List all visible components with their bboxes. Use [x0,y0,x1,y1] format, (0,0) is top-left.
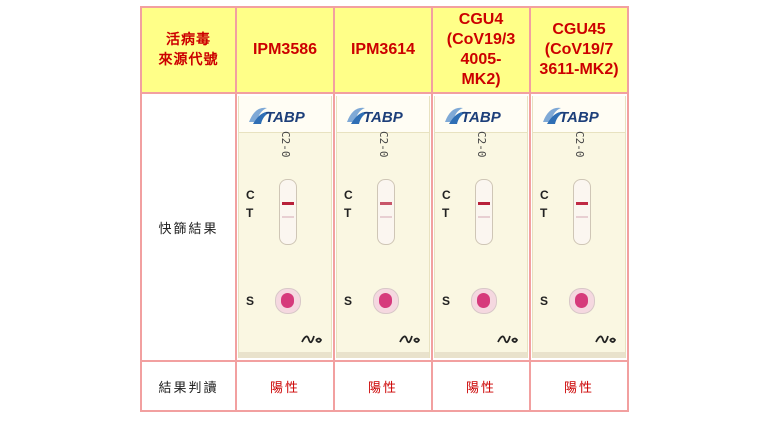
interpretation-row: 結果判讀 陽性 陽性 陽性 陽性 [140,360,629,412]
result-window [475,179,493,245]
test-line [282,216,294,218]
sample-2-name: IPM3614 [350,41,416,58]
sample-well [471,288,497,314]
c-label: C [246,188,255,202]
header-sample-1: IPM3586 [235,6,335,94]
screening-label: 快篩結果 [140,92,237,362]
c-label: C [344,188,353,202]
handwritten-mark [595,335,617,344]
strip-cap: TABP [239,96,331,133]
strip-code: C2-0 [279,131,292,158]
sample-3-line4: MK2) [461,71,501,88]
test-line [478,216,490,218]
sample-4-name: CGU45 [552,21,606,38]
s-label: S [246,294,255,308]
tabp-logo-icon: TABP [445,107,502,126]
strip-shadow [337,352,429,358]
sample-4-line3: 3611-MK2) [539,61,619,78]
strip-code: C2-0 [573,131,586,158]
sample-spot [379,293,392,308]
sample-3-name: CGU4 [458,11,504,28]
result-window [573,179,591,245]
handwritten-mark [497,335,519,344]
result-4: 陽性 [529,360,629,412]
strip-shadow [533,352,625,358]
t-label: T [344,206,352,220]
interpretation-label: 結果判讀 [140,360,237,412]
strip-shadow [239,352,331,358]
result-window [377,179,395,245]
sample-well [569,288,595,314]
header-sample-3: CGU4 (CoV19/3 4005- MK2) [431,6,531,94]
strip-code: C2-0 [475,131,488,158]
sample-3-line3: 4005- [460,51,502,68]
sample-4-line2: (CoV19/7 [544,41,614,58]
result-window [279,179,297,245]
results-table: 活病毒 來源代號 IPM3586 IPM3614 CGU4 (CoV19/3 4… [140,6,629,412]
strip-code: C2-0 [377,131,390,158]
s-label: S [442,294,451,308]
header-sample-2: IPM3614 [333,6,433,94]
brand-text: TABP [363,109,404,126]
row-label-line2: 來源代號 [158,52,219,68]
tabp-logo-icon: TABP [249,107,306,126]
t-label: T [246,206,254,220]
c-label: C [442,188,451,202]
control-line [380,202,392,205]
c-label: C [540,188,549,202]
strip-cap: TABP [533,96,625,133]
brand-text: TABP [559,109,600,126]
test-line [380,216,392,218]
strip-cap: TABP [435,96,527,133]
strip-cap: TABP [337,96,429,133]
strip-shadow [435,352,527,358]
brand-text: TABP [265,109,306,126]
header-row-label: 活病毒 來源代號 [140,6,237,94]
control-line [282,202,294,205]
test-line [576,216,588,218]
sample-well [275,288,301,314]
sample-spot [575,293,588,308]
tabp-logo-icon: TABP [347,107,404,126]
sample-well [373,288,399,314]
sample-3-line2: (CoV19/3 [446,31,516,48]
control-line [478,202,490,205]
handwritten-mark [301,335,323,344]
result-3: 陽性 [431,360,531,412]
result-1: 陽性 [235,360,335,412]
header-sample-4: CGU45 (CoV19/7 3611-MK2) [529,6,629,94]
header-row: 活病毒 來源代號 IPM3586 IPM3614 CGU4 (CoV19/3 4… [140,6,629,94]
control-line [576,202,588,205]
s-label: S [344,294,353,308]
sample-spot [281,293,294,308]
s-label: S [540,294,549,308]
t-label: T [540,206,548,220]
handwritten-mark [399,335,421,344]
sample-spot [477,293,490,308]
result-2: 陽性 [333,360,433,412]
tabp-logo-icon: TABP [543,107,600,126]
row-label-line1: 活病毒 [166,32,211,48]
sample-1-name: IPM3586 [252,41,318,58]
t-label: T [442,206,450,220]
brand-text: TABP [461,109,502,126]
